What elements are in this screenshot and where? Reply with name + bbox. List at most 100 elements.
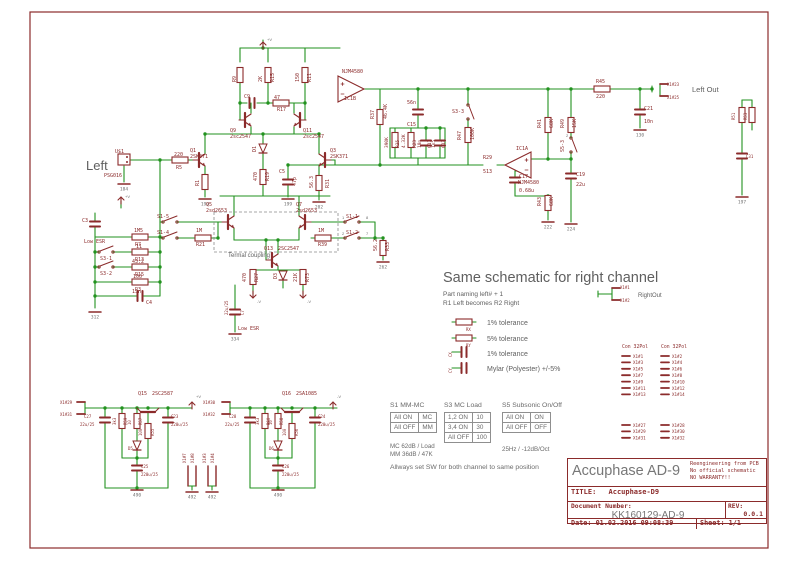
capacitor: [89, 220, 101, 228]
doc-value: KK160129-AD-9: [611, 510, 685, 521]
schematic-label: R15: [135, 272, 144, 278]
ground-symbol: 202: [312, 201, 326, 211]
schematic-label: R58: [279, 417, 284, 425]
diode: [278, 270, 288, 282]
capacitor: [131, 464, 143, 472]
svg-text:184: 184: [120, 187, 128, 193]
svg-text:334: 334: [231, 337, 239, 343]
schematic-label: Q16: [282, 391, 291, 397]
svg-text:Con 32Pol: Con 32Pol: [622, 344, 648, 350]
schematic-label: 22u/25: [224, 300, 229, 315]
svg-text:X1#8: X1#8: [672, 373, 683, 378]
table-cell: All ON: [389, 412, 420, 424]
schematic-label: R57: [138, 417, 143, 425]
schematic-label: 100: [138, 428, 143, 436]
transistor: [298, 213, 312, 231]
schematic-label: 11: [136, 244, 142, 250]
svg-text:X1#11: X1#11: [633, 386, 646, 391]
capacitor: [272, 464, 284, 472]
svg-text:X1#14: X1#14: [672, 392, 685, 397]
resistor: [301, 66, 309, 84]
schematic-label: Mylar (Polyester) +/-5%: [487, 366, 560, 373]
schematic-label: 1M: [318, 228, 324, 234]
capacitor: [736, 152, 748, 160]
svg-text:199: 199: [284, 202, 292, 208]
supply-arrow: [188, 401, 196, 410]
svg-text:202: 202: [315, 205, 323, 211]
resistor: [249, 268, 257, 286]
schematic-label: Q3: [330, 148, 336, 154]
s1-note-line2: MM 36dB / 47K: [390, 451, 433, 459]
svg-text:Con 32Pol: Con 32Pol: [661, 344, 687, 350]
jfet-transistor: [192, 151, 206, 169]
schematic-label: 100: [133, 274, 142, 280]
resistor: [236, 66, 244, 84]
capacitor: [162, 416, 174, 424]
switch: [161, 215, 179, 224]
schematic-label: C15: [407, 122, 416, 128]
schematic-label: C21: [644, 106, 653, 112]
schematic-label: CX: [448, 352, 453, 357]
resistor: [455, 334, 473, 342]
switch: [343, 215, 361, 224]
supply-arrow: [299, 290, 307, 299]
sheet-cell: Sheet: 1/1: [696, 519, 766, 529]
svg-text:490: 490: [274, 493, 282, 499]
schematic-label: U$1: [115, 149, 124, 155]
title-label: TITLE:: [571, 488, 597, 496]
schematic-label: 2: [342, 231, 345, 236]
schematic-label: R31: [325, 179, 331, 188]
disclaimer-line1: Reengineering from PCB: [690, 461, 759, 467]
schematic-label: R23: [412, 140, 418, 148]
schematic-label: R17: [277, 107, 286, 113]
svg-text:X1#1: X1#1: [633, 354, 644, 359]
ground-symbol: 222: [541, 221, 555, 231]
ground-symbol: 490: [130, 489, 144, 499]
schematic-label: R1 Left becomes R2 Right: [443, 300, 519, 307]
schematic-label: 470: [242, 273, 248, 282]
supply-arrow: [117, 196, 125, 205]
resistor: [455, 318, 473, 326]
disclaimer: Reengineering from PCB No official schem…: [690, 459, 766, 486]
svg-text:X1#5: X1#5: [633, 367, 644, 372]
date-value: 01.02.2016 09:08:39: [595, 519, 674, 527]
schematic-label: NJM4580: [518, 180, 539, 186]
schematic-label: Q13: [264, 246, 273, 252]
resistor: [315, 174, 323, 192]
resistor: [738, 106, 746, 124]
schematic-label: R33: [385, 242, 391, 251]
schematic-label: C11: [427, 140, 433, 148]
table-cell: 100: [472, 432, 491, 444]
schematic-label: D6: [269, 446, 274, 451]
schematic-label: R37: [370, 110, 376, 119]
schematic-label: Low ESR: [238, 326, 260, 332]
supply-arrow: [249, 290, 257, 299]
svg-text:312: 312: [91, 315, 99, 321]
schematic-label: C26: [282, 464, 290, 469]
resistor: [748, 106, 756, 124]
schematic-label: 22u/25: [225, 422, 240, 427]
schematic-label: 2sc2547: [303, 134, 324, 140]
schematic-label: Q1: [190, 148, 196, 154]
schematic-label: +V: [125, 194, 130, 199]
schematic-label: R11: [307, 73, 313, 82]
schematic-label: R15: [270, 73, 276, 82]
svg-text:X1#29: X1#29: [633, 429, 646, 434]
schematic-label: 513: [483, 169, 492, 175]
schematic-label: C3: [82, 218, 88, 224]
schematic-label: IC1B: [344, 96, 356, 102]
capacitor: [412, 108, 424, 116]
schematic-label: X1#1: [620, 285, 630, 290]
capacitor: [420, 139, 432, 147]
resistor: [131, 248, 149, 256]
schematic-label: 7: [366, 231, 369, 236]
s1-note-line1: MC 62dB / Load: [390, 443, 435, 450]
resistor: [131, 278, 149, 286]
schematic-label: Q7: [296, 202, 302, 208]
schematic-label: D3: [273, 273, 279, 279]
